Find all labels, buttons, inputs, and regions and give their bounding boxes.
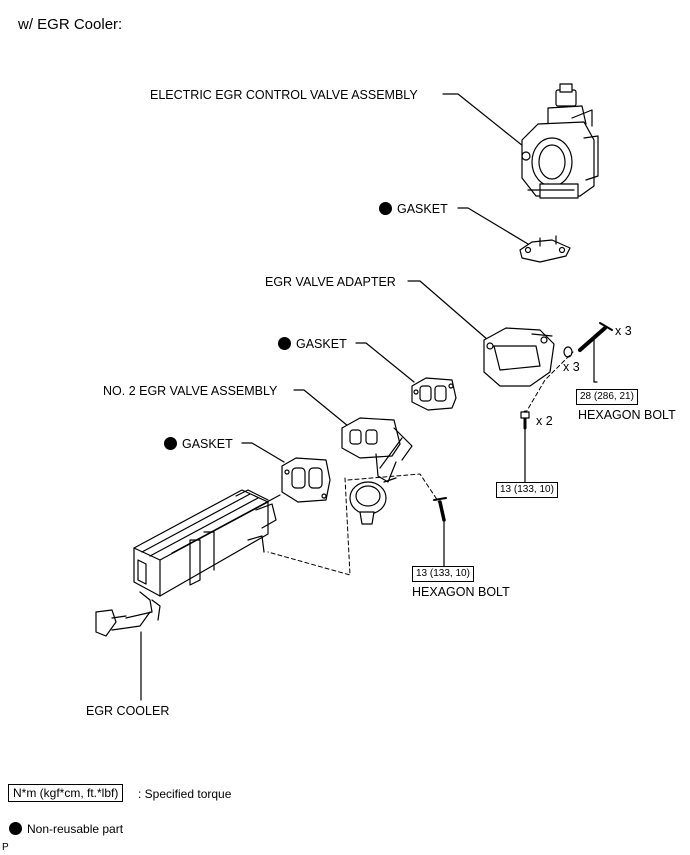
label-gasket-top: GASKET (397, 202, 448, 216)
leader-gasket-top (457, 207, 529, 245)
gasket-middle-drawing (411, 377, 457, 411)
label-egr-control-valve: ELECTRIC EGR CONTROL VALVE ASSEMBLY (150, 88, 418, 102)
egr-control-valve-drawing (521, 83, 599, 199)
egr-valve-adapter-drawing (483, 327, 555, 387)
no2-egr-valve-drawing (341, 417, 413, 525)
leader-egr-control-valve (442, 93, 529, 151)
leader-gasket-middle (355, 342, 415, 383)
legend-torque-text: : Specified torque (138, 787, 232, 801)
leader-gasket-lower (241, 442, 285, 463)
label-egr-valve-adapter: EGR VALVE ADAPTER (265, 275, 396, 289)
torque-box-nut-13: 13 (133, 10) (496, 482, 558, 498)
gasket-lower-drawing (281, 457, 331, 503)
label-gasket-middle: GASKET (296, 337, 347, 351)
torque-box-bolt-28: 28 (286, 21) (576, 389, 638, 405)
label-hexagon-bolt-center: HEXAGON BOLT (412, 585, 510, 599)
leader-egr-valve-adapter (407, 280, 489, 341)
legend-torque-box: N*m (kgf*cm, ft.*lbf) (8, 784, 124, 802)
legend-nonreusable-dot (9, 822, 22, 835)
nonreusable-dot-gasket-lower (164, 437, 177, 450)
leader-no2-egr-valve (293, 389, 349, 427)
egr-cooler-drawing (95, 489, 281, 637)
nonreusable-dot-gasket-middle (278, 337, 291, 350)
label-egr-cooler: EGR COOLER (86, 704, 170, 718)
qty-bolt-x3: x 3 (615, 324, 632, 338)
label-hexagon-bolt-right: HEXAGON BOLT (578, 408, 676, 422)
nonreusable-dot-gasket-top (379, 202, 392, 215)
qty-stud-x2: x 2 (536, 414, 553, 428)
hexagon-bolt-center-drawing (433, 497, 447, 522)
legend-nonreusable-text: Non-reusable part (27, 822, 124, 836)
gasket-top-drawing (519, 235, 571, 263)
torque-box-bolt-13: 13 (133, 10) (412, 566, 474, 582)
label-no2-egr-valve: NO. 2 EGR VALVE ASSEMBLY (103, 384, 278, 398)
footer-mark: P (2, 842, 9, 853)
stud-drawing (520, 410, 530, 430)
qty-washer-x3: x 3 (563, 360, 580, 374)
label-gasket-lower: GASKET (182, 437, 233, 451)
diagram-heading: w/ EGR Cooler: (18, 16, 123, 33)
hexagon-bolt-right-drawing (563, 322, 613, 358)
